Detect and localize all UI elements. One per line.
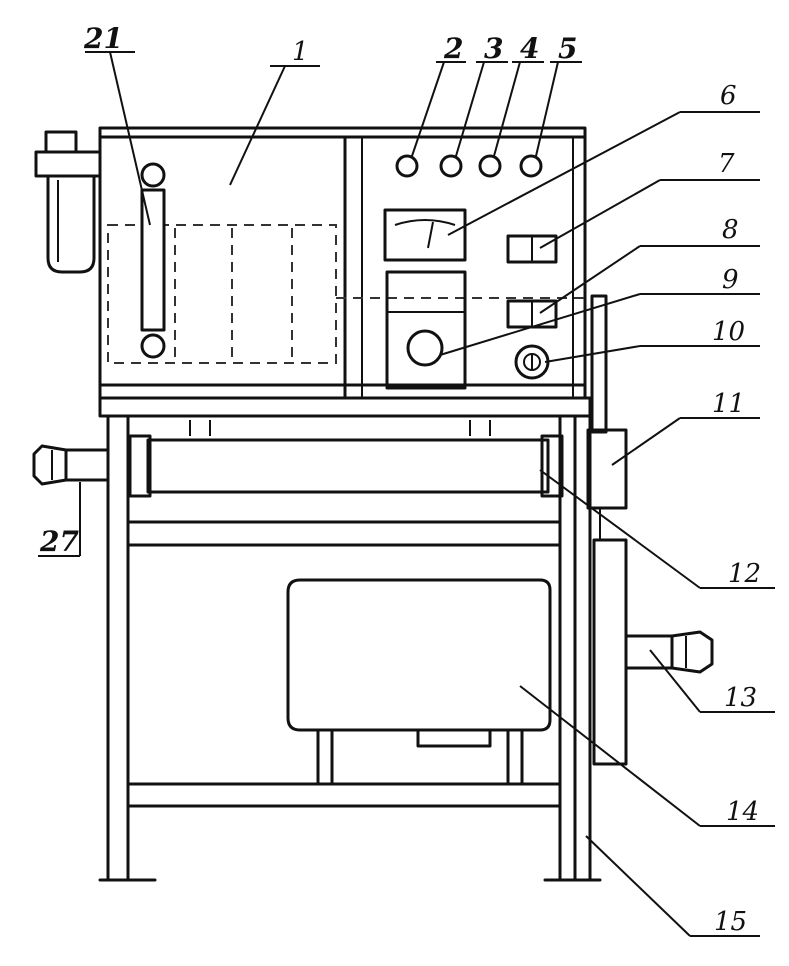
outlet-pipe [592,538,714,766]
level-gauge [140,162,166,359]
meter [383,208,467,262]
side-pipe [586,294,628,540]
label-11: 11 [712,389,745,419]
internal-tank [107,224,590,364]
label-2: 2 [443,32,463,65]
knob-5 [519,154,543,178]
label-1: 1 [292,37,309,67]
timer-box [385,270,467,390]
label-27: 27 [39,525,79,558]
label-5: 5 [558,32,577,65]
knob-2 [395,154,419,178]
dial [514,344,550,380]
label-7: 7 [718,149,735,179]
label-4: 4 [520,32,539,65]
filter-bottle [34,130,102,274]
roller [126,420,564,547]
label-3: 3 [484,32,503,65]
knob-3 [439,154,463,178]
leader-lines [38,51,775,937]
label-15: 15 [714,907,747,937]
label-12: 12 [728,559,761,589]
label-6: 6 [720,81,737,111]
knob-row [395,154,543,178]
label-10: 10 [712,317,745,347]
label-14: 14 [726,797,759,827]
frame [98,396,602,882]
labels: 21 1 2 3 4 5 6 7 8 9 10 11 12 13 14 15 2… [39,22,761,937]
inlet-pipe [32,444,110,486]
label-21: 21 [83,22,123,55]
label-8: 8 [722,215,739,245]
motor [286,578,552,786]
knob-4 [478,154,502,178]
label-9: 9 [722,265,739,295]
label-13: 13 [724,683,757,713]
